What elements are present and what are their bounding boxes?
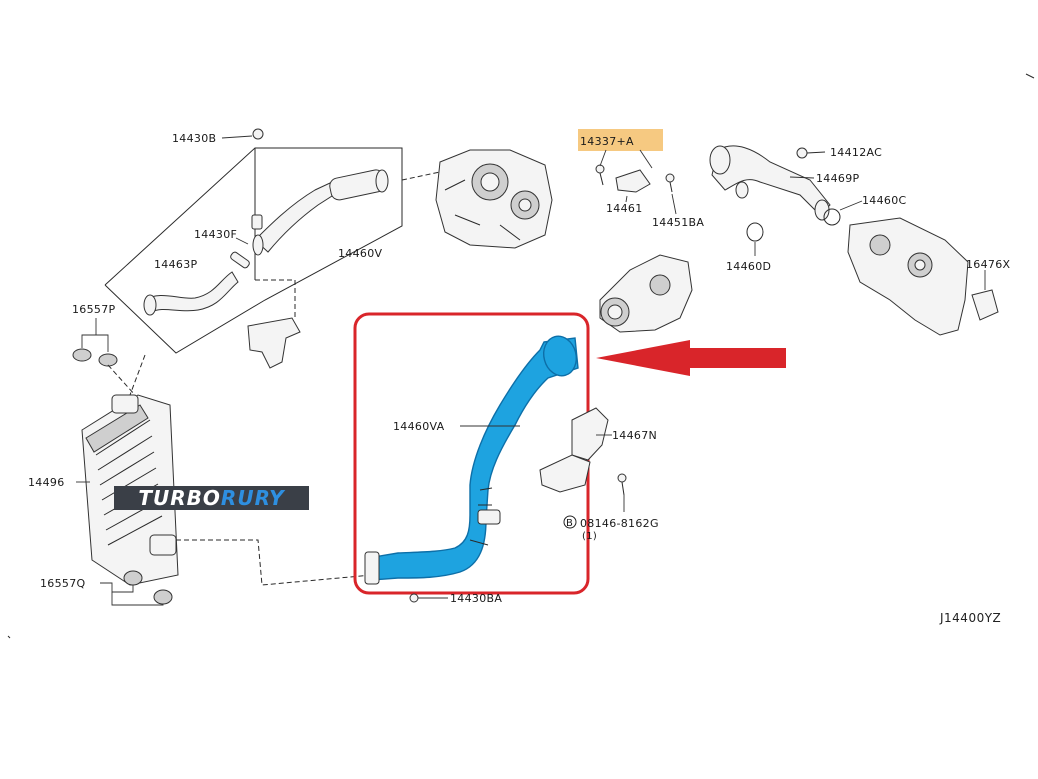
- gasket-icon: [971, 289, 999, 321]
- label-14460V: 14460V: [338, 247, 382, 260]
- label-14337A: 14337+A: [580, 135, 634, 148]
- bolt-icon: [252, 128, 264, 140]
- brand-part-b: RURY: [220, 486, 285, 510]
- label-08146-prefix: B: [566, 518, 573, 529]
- label-14467N: 14467N: [612, 429, 657, 442]
- bracket-icon: [247, 317, 301, 369]
- callout-frame: [353, 312, 590, 603]
- label-14451BA: 14451BA: [652, 216, 704, 229]
- upper-hose-group: [104, 128, 441, 369]
- bolt-icon: [409, 593, 419, 603]
- label-14430B: 14430B: [172, 132, 216, 145]
- bolt-icon: [796, 147, 808, 159]
- label-16557Q: 16557Q: [40, 577, 85, 590]
- diagram-code: J14400YZ: [940, 611, 1002, 625]
- label-14412AC: 14412AC: [830, 146, 882, 159]
- pointer-arrow-icon: [596, 340, 786, 376]
- brand-part-a: TURBO: [138, 486, 221, 510]
- bracket-14467N-group: [539, 407, 627, 529]
- label-14469P: 14469P: [816, 172, 859, 185]
- label-14430BA: 14430BA: [450, 592, 502, 605]
- label-08146-qty: (1): [582, 531, 597, 542]
- throttle-body: [599, 254, 693, 333]
- label-14463P: 14463P: [154, 258, 197, 271]
- label-14460VA: 14460VA: [393, 420, 445, 433]
- bracket-14461-group: [578, 129, 677, 215]
- corner-mark: [7, 73, 1035, 639]
- label-14460C: 14460C: [862, 194, 906, 207]
- grommets: [72, 318, 173, 606]
- label-14460D: 14460D: [726, 260, 771, 273]
- label-highlight: [578, 129, 663, 151]
- label-14461: 14461: [606, 202, 643, 215]
- engine-block-right: [847, 217, 999, 336]
- pipe-14469P-group: [709, 145, 863, 256]
- label-08146: 08146-8162G: [580, 517, 659, 530]
- label-14496: 14496: [28, 476, 65, 489]
- turbocharger: [435, 149, 553, 249]
- label-16557P: 16557P: [72, 303, 115, 316]
- label-14430F: 14430F: [194, 228, 237, 241]
- label-16476X: 16476X: [966, 258, 1010, 271]
